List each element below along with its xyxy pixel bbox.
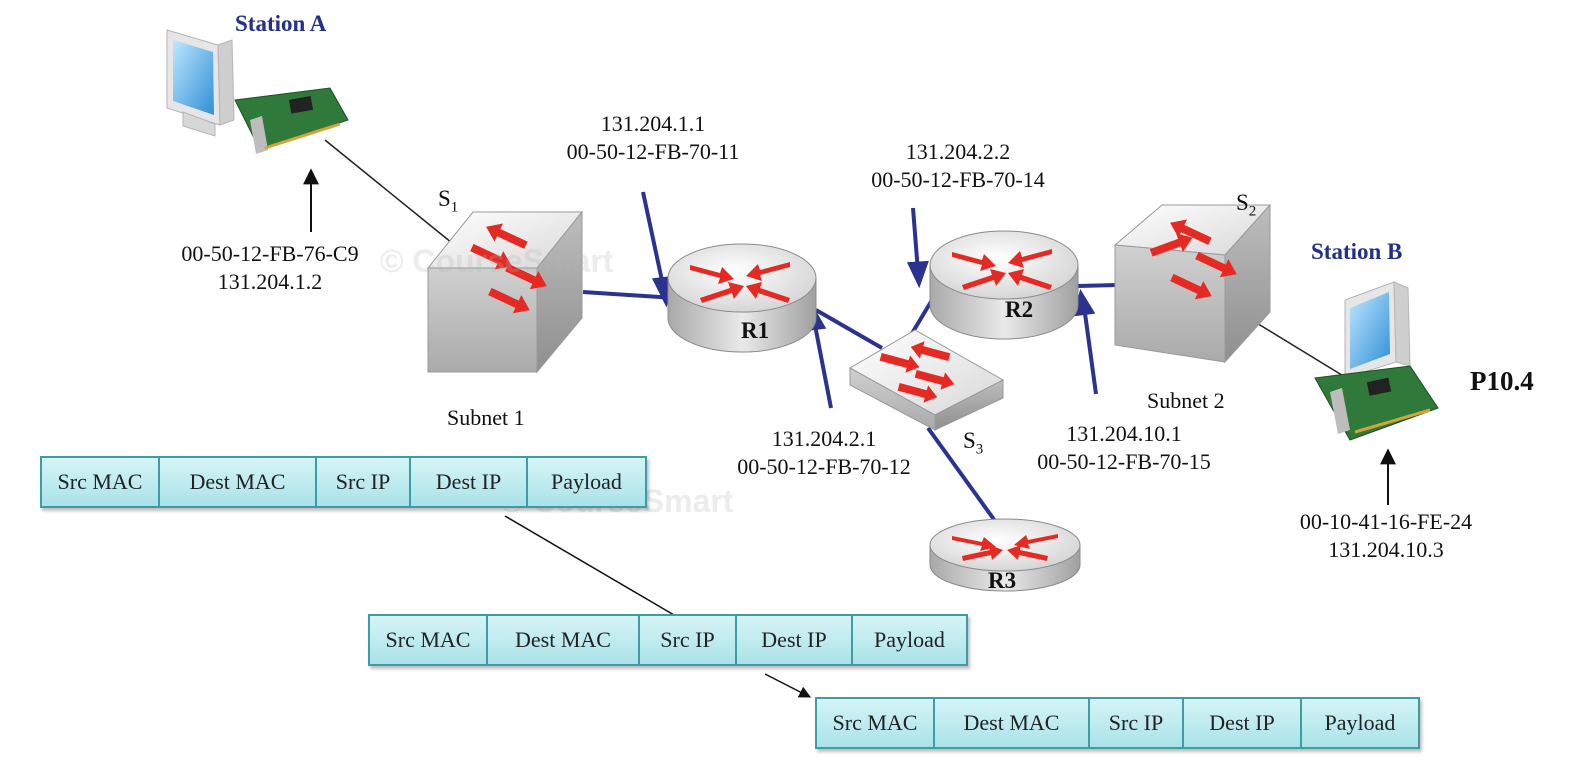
- station-b-address: 00-10-41-16-FE-24 131.204.10.3: [1266, 508, 1506, 564]
- interface-r2-subnet3: 131.204.2.2 00-50-12-FB-70-14: [828, 138, 1088, 194]
- pointer-r1-s1-interface: [641, 191, 666, 291]
- subnet-2-label: Subnet 2: [1147, 388, 1225, 413]
- frame-field-payload: Payload: [551, 469, 622, 494]
- switch-s2-icon: [1113, 203, 1272, 364]
- router-r2-icon: [929, 230, 1079, 340]
- frame-field-payload: Payload: [874, 627, 945, 652]
- station-b-mac: 00-10-41-16-FE-24: [1299, 509, 1473, 534]
- link-r1-s3: [815, 308, 883, 350]
- interface-mac: 00-50-12-FB-70-11: [566, 139, 740, 164]
- pointer-r2-s3-interface: [911, 207, 920, 273]
- router-r1-icon: [667, 243, 817, 353]
- station-b-label: Station B: [1311, 239, 1403, 264]
- pointer-r1-s3-interface: [812, 319, 833, 409]
- interface-mac: 00-50-12-FB-70-15: [1037, 449, 1211, 474]
- switch-s3-icon: [848, 329, 1005, 431]
- station-a-mac: 00-50-12-FB-76-C9: [181, 241, 359, 266]
- station-b-computer-icon: [1344, 281, 1411, 379]
- frame-field-dest-mac: Dest MAC: [935, 699, 1090, 747]
- router-r3-icon: [929, 518, 1081, 592]
- interface-r2-subnet2: 131.204.10.1 00-50-12-FB-70-15: [994, 420, 1254, 476]
- frame-field-dest-mac: Dest MAC: [160, 458, 317, 506]
- interface-ip: 131.204.2.1: [771, 426, 877, 451]
- frame-field-src-mac: Src MAC: [370, 616, 488, 664]
- pointer-r2-s2-interface: [1082, 305, 1098, 395]
- interface-ip: 131.204.1.1: [600, 111, 706, 136]
- interface-r1-subnet1: 131.204.1.1 00-50-12-FB-70-11: [523, 110, 783, 166]
- frame-3: Src MAC Dest MAC Src IP Dest IP Payload: [815, 697, 1420, 749]
- router-r3-label: R3: [988, 568, 1017, 593]
- switch-s1-label: S1: [438, 186, 459, 216]
- cable-station-a: [324, 139, 453, 244]
- switch-s3-label: S3: [963, 428, 984, 458]
- station-a-label: Station A: [235, 11, 327, 36]
- switch-s2-label: S2: [1236, 190, 1257, 220]
- frame-field-dest-ip: Dest IP: [1184, 699, 1302, 747]
- interface-ip: 131.204.2.2: [905, 139, 1011, 164]
- frame-1: Src MAC Dest MAC Src IP Dest IP Payload: [40, 456, 647, 508]
- interface-mac: 00-50-12-FB-70-14: [871, 167, 1045, 192]
- station-a-address: 00-50-12-FB-76-C9 131.204.1.2: [150, 240, 390, 296]
- frame-field-src-ip: Src IP: [640, 616, 737, 664]
- interface-mac: 00-50-12-FB-70-12: [737, 454, 911, 479]
- station-b-ip: 131.204.10.3: [1328, 537, 1444, 562]
- link-s1-r1: [582, 290, 676, 300]
- station-b-nic-icon: [1314, 365, 1439, 441]
- switch-s1-icon: [426, 210, 584, 374]
- cable-station-b: [1254, 321, 1351, 381]
- frame-2: Src MAC Dest MAC Src IP Dest IP Payload: [368, 614, 968, 666]
- frame-field-src-mac: Src MAC: [42, 458, 160, 506]
- subnet-1-label: Subnet 1: [447, 405, 525, 430]
- link-s3-r3: [926, 426, 1005, 534]
- frame-field-payload: Payload: [1324, 710, 1396, 735]
- interface-r1-subnet3: 131.204.2.1 00-50-12-FB-70-12: [694, 425, 954, 481]
- router-r1-label: R1: [741, 318, 770, 343]
- router-r2-label: R2: [1005, 297, 1034, 322]
- frame-field-dest-ip: Dest IP: [737, 616, 853, 664]
- frame-field-dest-mac: Dest MAC: [488, 616, 640, 664]
- interface-ip: 131.204.10.1: [1066, 421, 1182, 446]
- station-a-computer-icon: [166, 29, 235, 137]
- station-a-ip: 131.204.1.2: [217, 269, 323, 294]
- pointer-r2-s3-head: [906, 260, 929, 289]
- station-a-nic-icon: [234, 87, 349, 154]
- link-r2-s2: [1077, 283, 1118, 288]
- frame-field-src-ip: Src IP: [1090, 699, 1184, 747]
- frame-field-src-ip: Src IP: [317, 458, 411, 506]
- problem-label: P10.4: [1470, 366, 1534, 396]
- frame-flow-arrow-2: [764, 673, 812, 698]
- frame-flow-line-1: [504, 515, 675, 616]
- watermark-upper: © CourseSmart: [380, 243, 614, 279]
- frame-field-src-mac: Src MAC: [817, 699, 935, 747]
- frame-field-dest-ip: Dest IP: [411, 458, 528, 506]
